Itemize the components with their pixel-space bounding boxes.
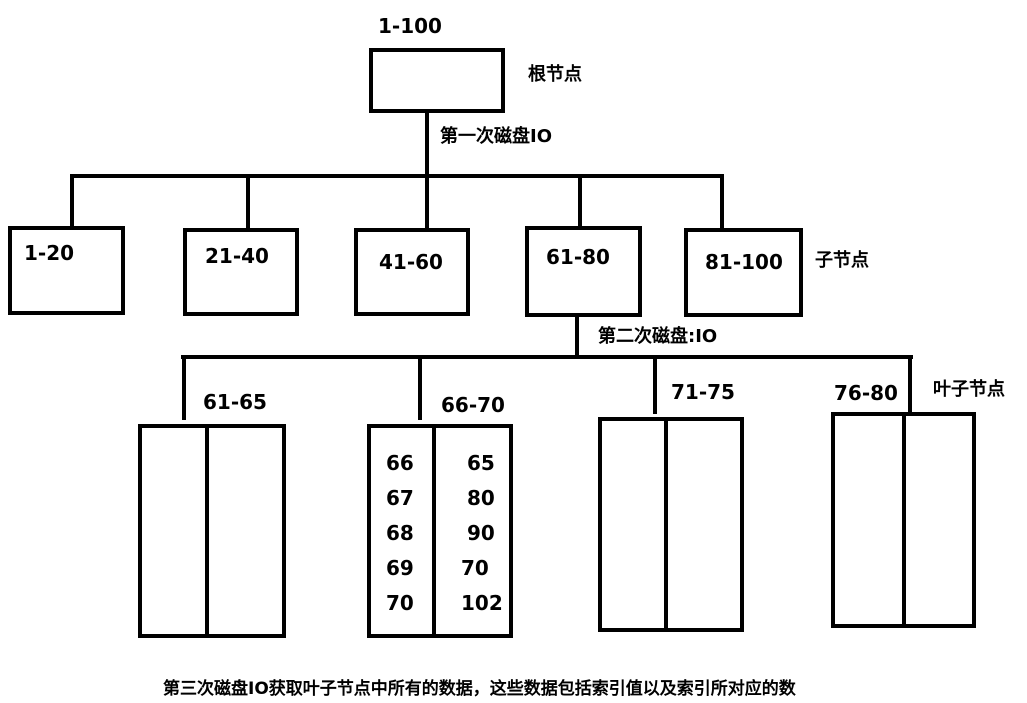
leaf-key: 66 (386, 451, 414, 475)
leaf-key: 68 (386, 521, 414, 545)
child-range-3: 41-60 (379, 250, 443, 274)
child-node-3 (354, 228, 470, 316)
leaf-range-3: 71-75 (671, 380, 735, 404)
leaf-range-4: 76-80 (834, 381, 898, 405)
child-node-4 (525, 226, 642, 317)
children-caption: 子节点 (815, 250, 869, 271)
leaf-key: 70 (386, 591, 414, 615)
leaf-range-1: 61-65 (203, 390, 267, 414)
leaf-key: 67 (386, 486, 414, 510)
root-range: 1-100 (378, 14, 442, 38)
leaf-key: 69 (386, 556, 414, 580)
child-range-1: 1-20 (24, 241, 75, 265)
io2-label: 第二次磁盘:IO (598, 326, 718, 347)
leaf-node-1 (138, 424, 286, 638)
footer-caption: 第三次磁盘IO获取叶子节点中所有的数据，这些数据包括索引值以及索引所对应的数 (163, 679, 796, 699)
child-range-2: 21-40 (205, 244, 269, 268)
io1-label: 第一次磁盘IO (440, 126, 552, 147)
leaf-node-2 (367, 424, 513, 638)
root-node (369, 48, 505, 113)
child-node-1 (8, 226, 125, 315)
leaf-value: 80 (467, 486, 495, 510)
root-caption: 根节点 (528, 64, 582, 85)
child-node-5 (684, 228, 803, 317)
leaf-value: 65 (467, 451, 495, 475)
leaf-node-3 (598, 417, 744, 632)
child-node-2 (183, 228, 299, 316)
leaf-value: 102 (461, 591, 503, 615)
leaf-range-2: 66-70 (441, 393, 505, 417)
child-range-4: 61-80 (546, 245, 610, 269)
leaves-caption: 叶子节点 (933, 379, 1005, 400)
leaf-value: 70 (461, 556, 489, 580)
leaf-value: 90 (467, 521, 495, 545)
child-range-5: 81-100 (705, 250, 783, 274)
